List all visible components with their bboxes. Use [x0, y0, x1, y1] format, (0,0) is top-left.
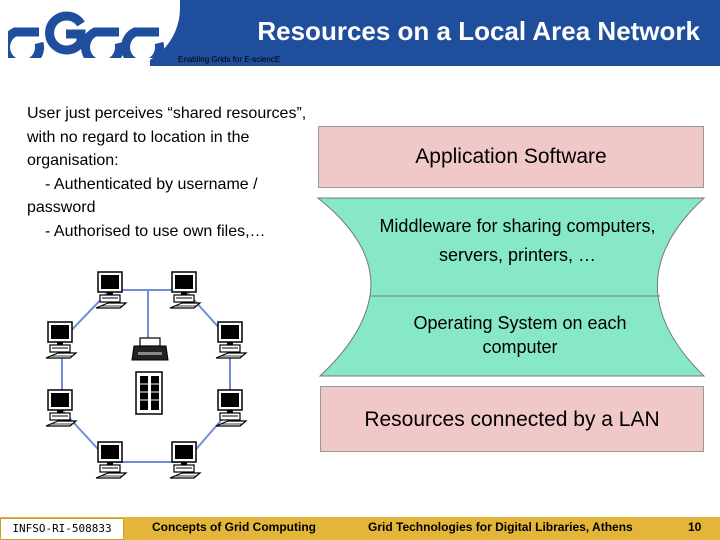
computer-icon	[169, 271, 201, 309]
application-software-layer: Application Software	[318, 126, 704, 188]
egee-logo	[8, 11, 165, 58]
description-text: User just perceives “shared resources”, …	[27, 102, 327, 243]
header: Resources on a Local Area Network Enabli…	[0, 0, 720, 68]
description-line: User just perceives “shared resources”, …	[27, 105, 307, 169]
operating-system-label: Operating System on each computer	[413, 313, 627, 357]
description-bullet: - Authenticated by username / password	[27, 175, 258, 217]
server-icon	[135, 371, 163, 415]
computer-icon	[169, 441, 201, 479]
resources-layer: Resources connected by a LAN	[320, 386, 704, 452]
footer-code: INFSO-RI-508833	[0, 518, 124, 540]
computer-icon	[95, 441, 127, 479]
computer-icon	[45, 389, 77, 427]
description-bullet: - Authorised to use own files,…	[45, 222, 266, 240]
tagline: Enabling Grids for E-sciencE	[178, 55, 281, 64]
computer-icon	[95, 271, 127, 309]
middleware-label: Middleware for sharing computers, server…	[379, 216, 656, 265]
page-title: Resources on a Local Area Network	[257, 16, 700, 46]
footer-event: Grid Technologies for Digital Libraries,…	[368, 520, 633, 534]
computer-icon	[45, 321, 77, 359]
footer-page-number: 10	[688, 520, 702, 534]
footer-course: Concepts of Grid Computing	[152, 520, 316, 534]
printer-icon	[131, 337, 169, 361]
header-band	[150, 0, 720, 66]
footer-bar	[0, 517, 720, 540]
middleware-os-layer	[316, 197, 706, 377]
computer-icon	[215, 321, 247, 359]
